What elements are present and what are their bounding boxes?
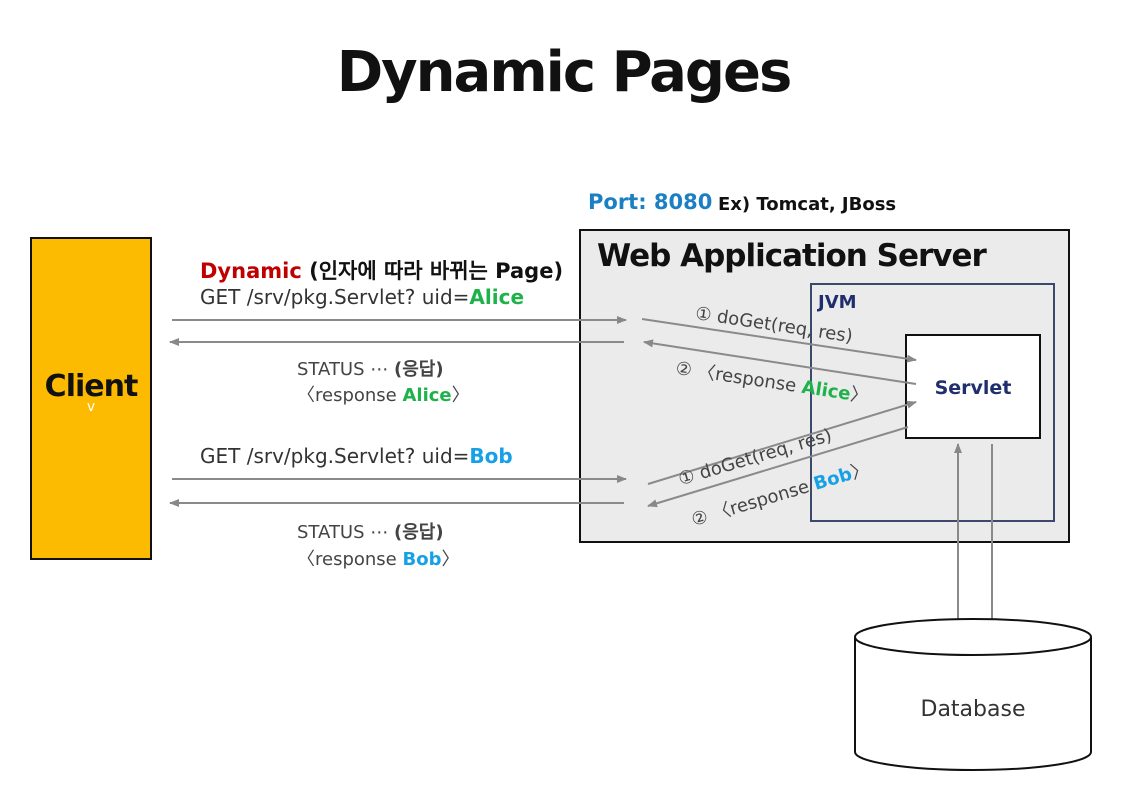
arrow-response-alice	[643, 339, 917, 385]
response-alice-label-close: 〉	[848, 384, 870, 408]
response-alice: 〈response Alice〉	[297, 381, 470, 407]
jvm-label: JVM	[818, 292, 857, 313]
web-application-server-title: Web Application Server	[597, 238, 987, 274]
response-alice-close: 〉	[451, 385, 470, 406]
jvm-box	[810, 283, 1055, 522]
servlet-box: Servlet	[905, 334, 1041, 439]
dynamic-word: Dynamic	[200, 259, 302, 283]
status-bob-text: STATUS ⋯	[297, 522, 389, 543]
response-bob-user: Bob	[402, 549, 442, 570]
arrow-response-bob	[647, 426, 909, 508]
request-alice-prefix: GET /srv/pkg.Servlet? uid=	[200, 285, 470, 309]
response-bob-close: 〉	[441, 549, 460, 570]
response-alice-open: 〈response	[297, 385, 403, 406]
servlet-label: Servlet	[934, 377, 1012, 399]
response-bob-open: 〈response	[297, 549, 403, 570]
client-label: Client	[44, 369, 139, 404]
status-bob: STATUS ⋯ (응답)	[297, 518, 444, 544]
server-examples: Ex) Tomcat, JBoss	[718, 194, 897, 215]
status-alice: STATUS ⋯ (응답)	[297, 355, 444, 381]
arrow-doget-bob	[647, 400, 917, 485]
request-bob-prefix: GET /srv/pkg.Servlet? uid=	[200, 444, 470, 468]
dynamic-description: (인자에 따라 바뀌는 Page)	[309, 259, 564, 283]
status-alice-text: STATUS ⋯	[297, 359, 389, 380]
port-label: Port: 8080	[588, 190, 713, 214]
request-alice: GET /srv/pkg.Servlet? uid=Alice	[200, 285, 524, 309]
client-box: Client v	[30, 237, 152, 560]
dynamic-heading: Dynamic (인자에 따라 바뀌는 Page)	[200, 255, 563, 285]
response-bob: 〈response Bob〉	[297, 545, 459, 571]
page-title: Dynamic Pages	[336, 40, 793, 105]
status-bob-bold: (응답)	[394, 522, 444, 543]
database-label: Database	[920, 697, 1026, 722]
client-caret: v	[86, 399, 96, 415]
database-cylinder	[854, 618, 1092, 771]
arrow-doget-alice	[641, 318, 917, 363]
request-bob-user: Bob	[469, 444, 513, 468]
status-alice-bold: (응답)	[394, 359, 444, 380]
request-bob: GET /srv/pkg.Servlet? uid=Bob	[200, 444, 513, 468]
response-alice-user: Alice	[402, 385, 452, 406]
request-alice-user: Alice	[469, 285, 525, 309]
